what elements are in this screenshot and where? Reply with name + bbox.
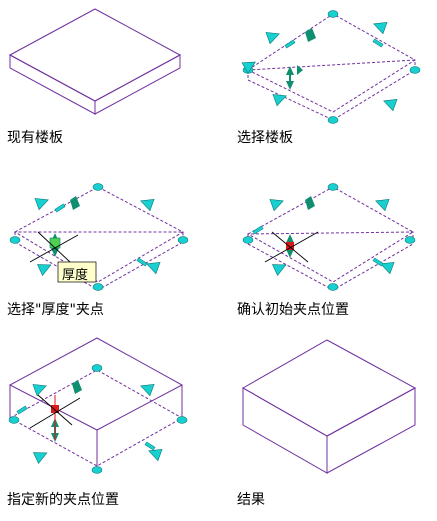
slab-selected xyxy=(241,10,421,124)
step-caption-6: 结果 xyxy=(237,492,265,508)
step-caption-5: 指定新的夹点位置 xyxy=(7,492,119,508)
crosshair-icon xyxy=(264,231,319,263)
step-caption-3: 选择"厚度"夹点 xyxy=(7,302,104,318)
slab-thickness-grip-select xyxy=(9,183,189,291)
slab-existing xyxy=(8,8,182,115)
slab-result xyxy=(241,339,417,474)
thickness-tooltip-label: 厚度 xyxy=(62,268,89,283)
tooltip-box xyxy=(57,261,97,283)
step-caption-1: 现有楼板 xyxy=(7,130,63,146)
step-caption-4: 确认初始夹点位置 xyxy=(237,302,349,318)
step-caption-2: 选择楼板 xyxy=(237,130,293,146)
crosshair-icon xyxy=(29,394,81,429)
slab-new-grip-position xyxy=(8,337,188,474)
slab-initial-grip-confirm xyxy=(242,183,416,291)
crosshair-icon xyxy=(29,231,79,263)
